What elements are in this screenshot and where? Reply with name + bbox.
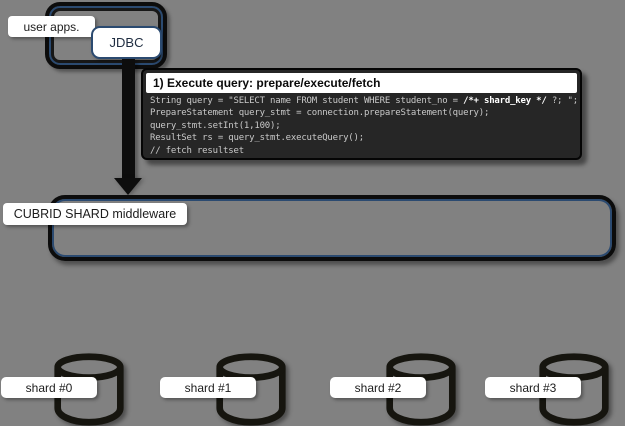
jdbc-box: JDBC — [91, 26, 162, 59]
jdbc-to-middleware-arrowhead-icon — [114, 178, 142, 195]
execute-query-title: 1) Execute query: prepare/execute/fetch — [146, 73, 577, 93]
middleware-label-text: CUBRID SHARD middleware — [13, 207, 177, 221]
middleware-box — [48, 195, 616, 261]
user-apps-label: user apps. — [8, 16, 95, 37]
shard-3-label: shard #3 — [485, 377, 581, 398]
shard-0-label-text: shard #0 — [25, 380, 73, 395]
code-line-5: // fetch resultset — [150, 145, 244, 156]
code-line-1: String query = "SELECT name FROM student… — [150, 95, 578, 107]
user-apps-label-text: user apps. — [23, 19, 80, 34]
shard-3-label-text: shard #3 — [509, 380, 557, 395]
jdbc-label-text: JDBC — [109, 35, 144, 50]
code-line-4: ResultSet rs = query_stmt.executeQuery()… — [150, 133, 364, 144]
shard-1-label-text: shard #1 — [184, 380, 232, 395]
code-line-1-pre: String query = "SELECT name FROM student… — [150, 96, 464, 106]
jdbc-to-middleware-arrow-line — [122, 59, 135, 179]
execute-query-callout: 1) Execute query: prepare/execute/fetch … — [141, 68, 582, 160]
shard-0-label: shard #0 — [1, 377, 97, 398]
shard-2-label-text: shard #2 — [354, 380, 402, 395]
execute-query-title-text: 1) Execute query: prepare/execute/fetch — [153, 76, 381, 90]
middleware-label: CUBRID SHARD middleware — [3, 203, 187, 225]
code-line-3: query_stmt.setInt(1,100); — [150, 120, 281, 131]
code-line-2: PrepareStatement query_stmt = connection… — [150, 108, 490, 119]
code-snippet: String query = "SELECT name FROM student… — [146, 94, 578, 157]
shard-2-label: shard #2 — [330, 377, 426, 398]
code-line-1-shard-key-hint: /*+ shard_key */ — [463, 96, 547, 106]
code-line-1-post: ?; "; — [546, 96, 578, 106]
shard-1-label: shard #1 — [160, 377, 256, 398]
